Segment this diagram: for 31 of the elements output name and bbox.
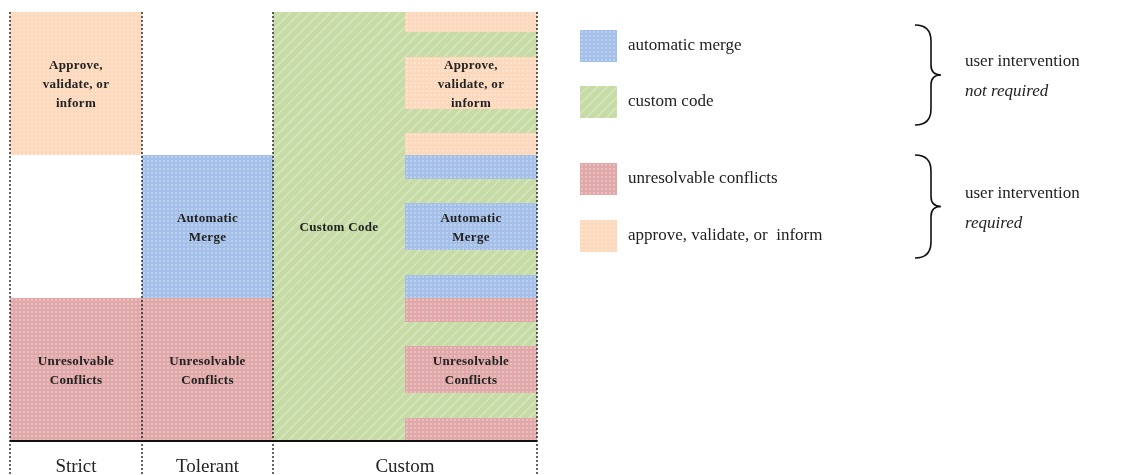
legend-label: unresolvable conflicts xyxy=(628,168,778,188)
column-label: Tolerant xyxy=(175,454,240,475)
category-block xyxy=(405,57,537,109)
category-block xyxy=(273,12,537,441)
brace-note: user intervention required xyxy=(965,182,1081,234)
category-block xyxy=(142,155,273,298)
column-label: Custom xyxy=(374,454,436,475)
category-block xyxy=(10,12,142,155)
block-label: Automatic Merge xyxy=(175,208,240,246)
color-band xyxy=(405,12,537,32)
color-band xyxy=(405,155,537,179)
category-block xyxy=(142,298,273,441)
color-band xyxy=(405,418,537,441)
block-label: Custom Code xyxy=(298,218,380,236)
block-label: Automatic Merge xyxy=(439,208,503,246)
category-block xyxy=(405,346,537,393)
legend-label: approve, validate, or inform xyxy=(628,225,823,245)
block-label: Unresolvable Conflicts xyxy=(168,351,247,389)
category-block xyxy=(10,298,142,441)
color-band xyxy=(405,275,537,298)
brace-note: user intervention not required xyxy=(965,50,1081,102)
color-band xyxy=(405,298,537,322)
block-label: Approve, validate, or inform xyxy=(436,57,506,109)
column-label: Strict xyxy=(54,454,98,475)
legend-label: automatic merge xyxy=(628,35,742,55)
block-label: Approve, validate, or inform xyxy=(41,56,111,112)
legend-label: custom code xyxy=(628,91,714,111)
category-block xyxy=(405,203,537,250)
color-band xyxy=(405,133,537,155)
block-label: Unresolvable Conflicts xyxy=(431,351,511,389)
block-label: Unresolvable Conflicts xyxy=(36,351,116,389)
